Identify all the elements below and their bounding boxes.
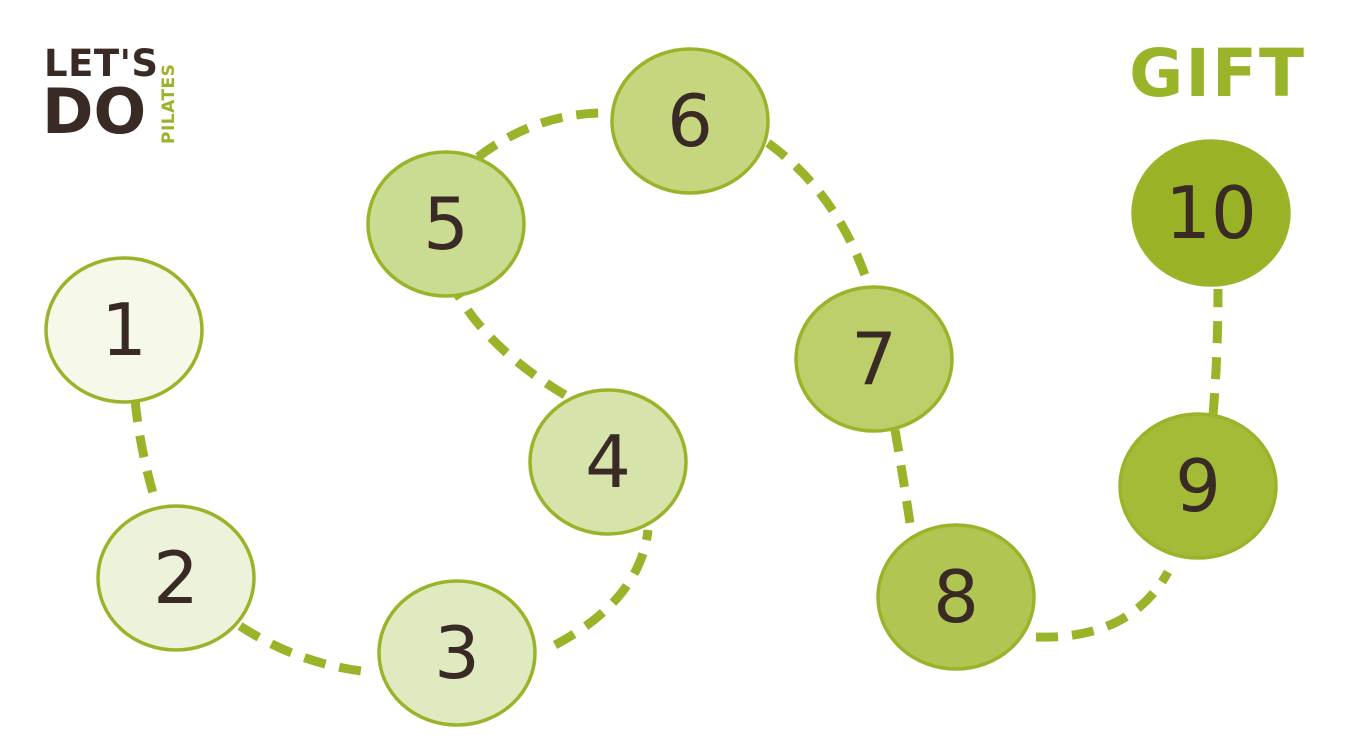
stamp-6: 6 <box>610 47 770 195</box>
dashed-connector-2 <box>237 622 371 677</box>
logo-pilates-text: PILATES <box>159 63 179 144</box>
stamp-circle-7 <box>794 285 954 433</box>
stamp-8: 8 <box>876 523 1036 671</box>
stamp-circle-1 <box>44 256 204 404</box>
stamp-number-5: 5 <box>423 182 469 266</box>
dashed-connector-3 <box>552 529 653 649</box>
stamp-10: 10 <box>1131 139 1291 287</box>
stamp-4: 4 <box>528 388 688 536</box>
logo-do-text: DO <box>42 75 147 148</box>
stamp-number-3: 3 <box>434 611 480 695</box>
stamp-number-1: 1 <box>101 288 147 372</box>
stamp-number-10: 10 <box>1165 171 1257 255</box>
stamp-5: 5 <box>366 150 526 298</box>
gift-label: GIFT <box>1129 35 1306 112</box>
stamp-number-6: 6 <box>667 79 713 163</box>
dashed-connector-6 <box>765 139 875 292</box>
stamp-number-8: 8 <box>933 555 979 639</box>
stamp-circle-9 <box>1118 412 1278 560</box>
stamp-circle-10 <box>1131 139 1291 287</box>
stamp-7: 7 <box>794 285 954 433</box>
stamp-circle-2 <box>96 504 256 652</box>
dashed-connector-7 <box>890 429 915 524</box>
dashed-connector-5 <box>475 108 616 161</box>
stamp-circle-4 <box>528 388 688 536</box>
dashed-connector-9 <box>1208 288 1223 416</box>
stamps: 1 2 3 4 5 6 7 8 9 10 <box>44 47 1291 727</box>
stamp-number-7: 7 <box>851 317 897 401</box>
stamp-circle-3 <box>377 579 537 727</box>
stamp-1: 1 <box>44 256 204 404</box>
stamp-9: 9 <box>1118 412 1278 560</box>
stamp-circle-5 <box>366 150 526 298</box>
dashed-connector-4 <box>454 292 568 399</box>
stamp-circle-8 <box>876 523 1036 671</box>
stamp-3: 3 <box>377 579 537 727</box>
dashed-connector-1 <box>130 399 160 502</box>
stamp-number-9: 9 <box>1175 444 1221 528</box>
stamp-number-4: 4 <box>585 420 631 504</box>
stamp-number-2: 2 <box>153 536 199 620</box>
logo-lets-text: LET'S <box>44 42 159 85</box>
stamp-circle-6 <box>610 47 770 195</box>
dashed-path <box>130 108 1223 677</box>
dashed-connector-8 <box>1035 569 1172 642</box>
stamp-2: 2 <box>96 504 256 652</box>
logo: LET'S DO PILATES <box>42 42 204 154</box>
